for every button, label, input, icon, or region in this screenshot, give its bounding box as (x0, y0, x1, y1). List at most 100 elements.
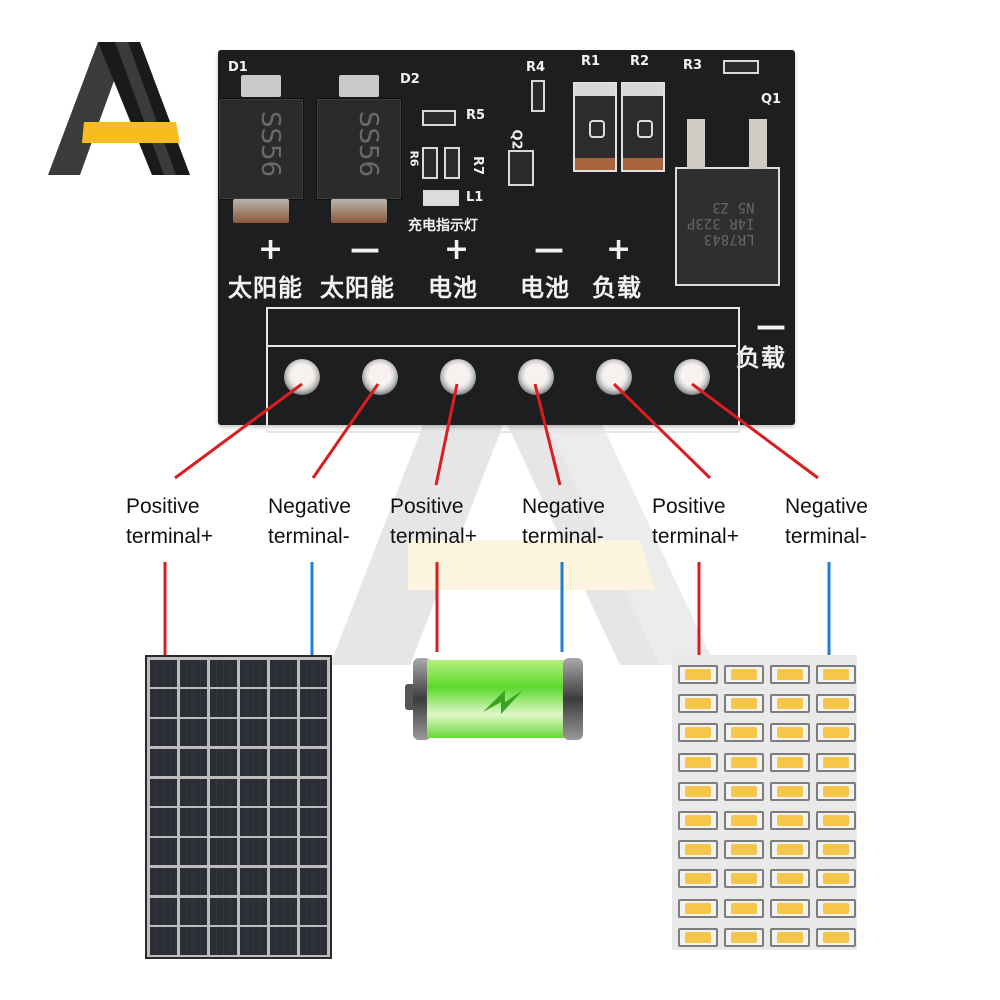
solar-cell (269, 748, 298, 776)
solar-cell (269, 778, 298, 806)
solar-cell (299, 897, 328, 925)
terminal-label-load-neg: 负载 (736, 344, 786, 372)
terminal-label-solar-pos: 太阳能 (228, 274, 303, 302)
led-panel (672, 655, 857, 950)
led-chip (770, 927, 810, 947)
solar-cell (179, 659, 208, 687)
wire-battery-pos-top (434, 383, 459, 486)
solar-cell (179, 689, 208, 717)
resistor-r6 (422, 147, 438, 179)
wire-load-neg-top (691, 382, 819, 480)
led-chip (770, 752, 810, 772)
led-chip (816, 723, 856, 743)
terminal-hole-load-pos[interactable] (596, 359, 632, 395)
solar-cell (209, 808, 238, 836)
solar-cell (239, 689, 268, 717)
solar-cell (299, 659, 328, 687)
brand-logo (48, 42, 190, 175)
led-chip (678, 898, 718, 918)
solar-cell (269, 689, 298, 717)
solar-cell (179, 719, 208, 747)
wire-solar-pos-top (174, 382, 303, 480)
solar-cell (179, 867, 208, 895)
solar-cell (149, 867, 178, 895)
led-chip (724, 840, 764, 860)
led-chip (816, 811, 856, 830)
solar-cell (149, 808, 178, 836)
terminal-block (266, 307, 740, 433)
resistor-r4 (531, 80, 545, 112)
solar-cell (209, 778, 238, 806)
solar-cell (269, 659, 298, 687)
wire-battery-neg-top (533, 383, 562, 486)
wire-solar-neg-top (311, 383, 380, 479)
diode-d2: SS56 (316, 75, 402, 223)
led-chip (816, 694, 856, 714)
led-chip (816, 898, 856, 918)
solar-cell (149, 838, 178, 866)
solar-cell (269, 838, 298, 866)
solar-cell (209, 719, 238, 747)
solar-cell (299, 808, 328, 836)
resistor-r7 (444, 147, 460, 179)
solar-cell (179, 927, 208, 955)
solar-cell (299, 748, 328, 776)
solar-cell (209, 659, 238, 687)
solar-cell (149, 927, 178, 955)
solar-cell (179, 838, 208, 866)
led-chip (678, 840, 718, 860)
led-chip (724, 723, 764, 743)
terminal-label-load-pos: 负载 (592, 274, 642, 302)
led-chip (678, 869, 718, 889)
diode-d1: SS56 (218, 75, 304, 223)
solar-cell (239, 897, 268, 925)
led-chip (770, 840, 810, 860)
solar-cell (179, 748, 208, 776)
ref-d2: D2 (400, 72, 420, 87)
solar-cell (239, 778, 268, 806)
ref-r4: R4 (526, 60, 546, 75)
terminal-hole-solar-neg[interactable] (362, 359, 398, 395)
terminal-hole-load-neg[interactable] (674, 359, 710, 395)
terminal-label-solar-neg: 太阳能 (320, 274, 395, 302)
solar-cell (269, 867, 298, 895)
solar-cell (179, 808, 208, 836)
solar-cell (149, 778, 178, 806)
solar-panel (145, 655, 332, 959)
solar-cell (179, 897, 208, 925)
ref-q1: Q1 (761, 92, 782, 107)
terminal-sign-2: — (350, 232, 380, 267)
voltage-regulator-q1: LR7843 I4R 323P N5 Z3 (675, 119, 780, 286)
solar-cell (149, 719, 178, 747)
terminal-hole-battery-pos[interactable] (440, 359, 476, 395)
solar-cell (209, 689, 238, 717)
charge-led-l1 (423, 190, 459, 206)
led-chip (770, 811, 810, 830)
solar-cell (299, 689, 328, 717)
solar-cell (239, 927, 268, 955)
solar-cell (209, 838, 238, 866)
terminal-sign-4: — (534, 232, 564, 267)
led-chip (816, 840, 856, 860)
solar-cell (269, 927, 298, 955)
solar-cell (299, 867, 328, 895)
led-chip (770, 869, 810, 889)
led-chip (816, 665, 856, 684)
terminal-hole-solar-pos[interactable] (284, 359, 320, 395)
terminal-label-battery-pos: 电池 (428, 274, 478, 302)
solar-cell (149, 659, 178, 687)
solar-cell (239, 867, 268, 895)
led-chip (724, 898, 764, 918)
terminal-sign-3: + (444, 232, 470, 267)
resistor-r5 (422, 110, 456, 126)
led-chip (678, 723, 718, 743)
solar-cell (209, 748, 238, 776)
led-chip (724, 665, 764, 684)
solar-cell (209, 867, 238, 895)
